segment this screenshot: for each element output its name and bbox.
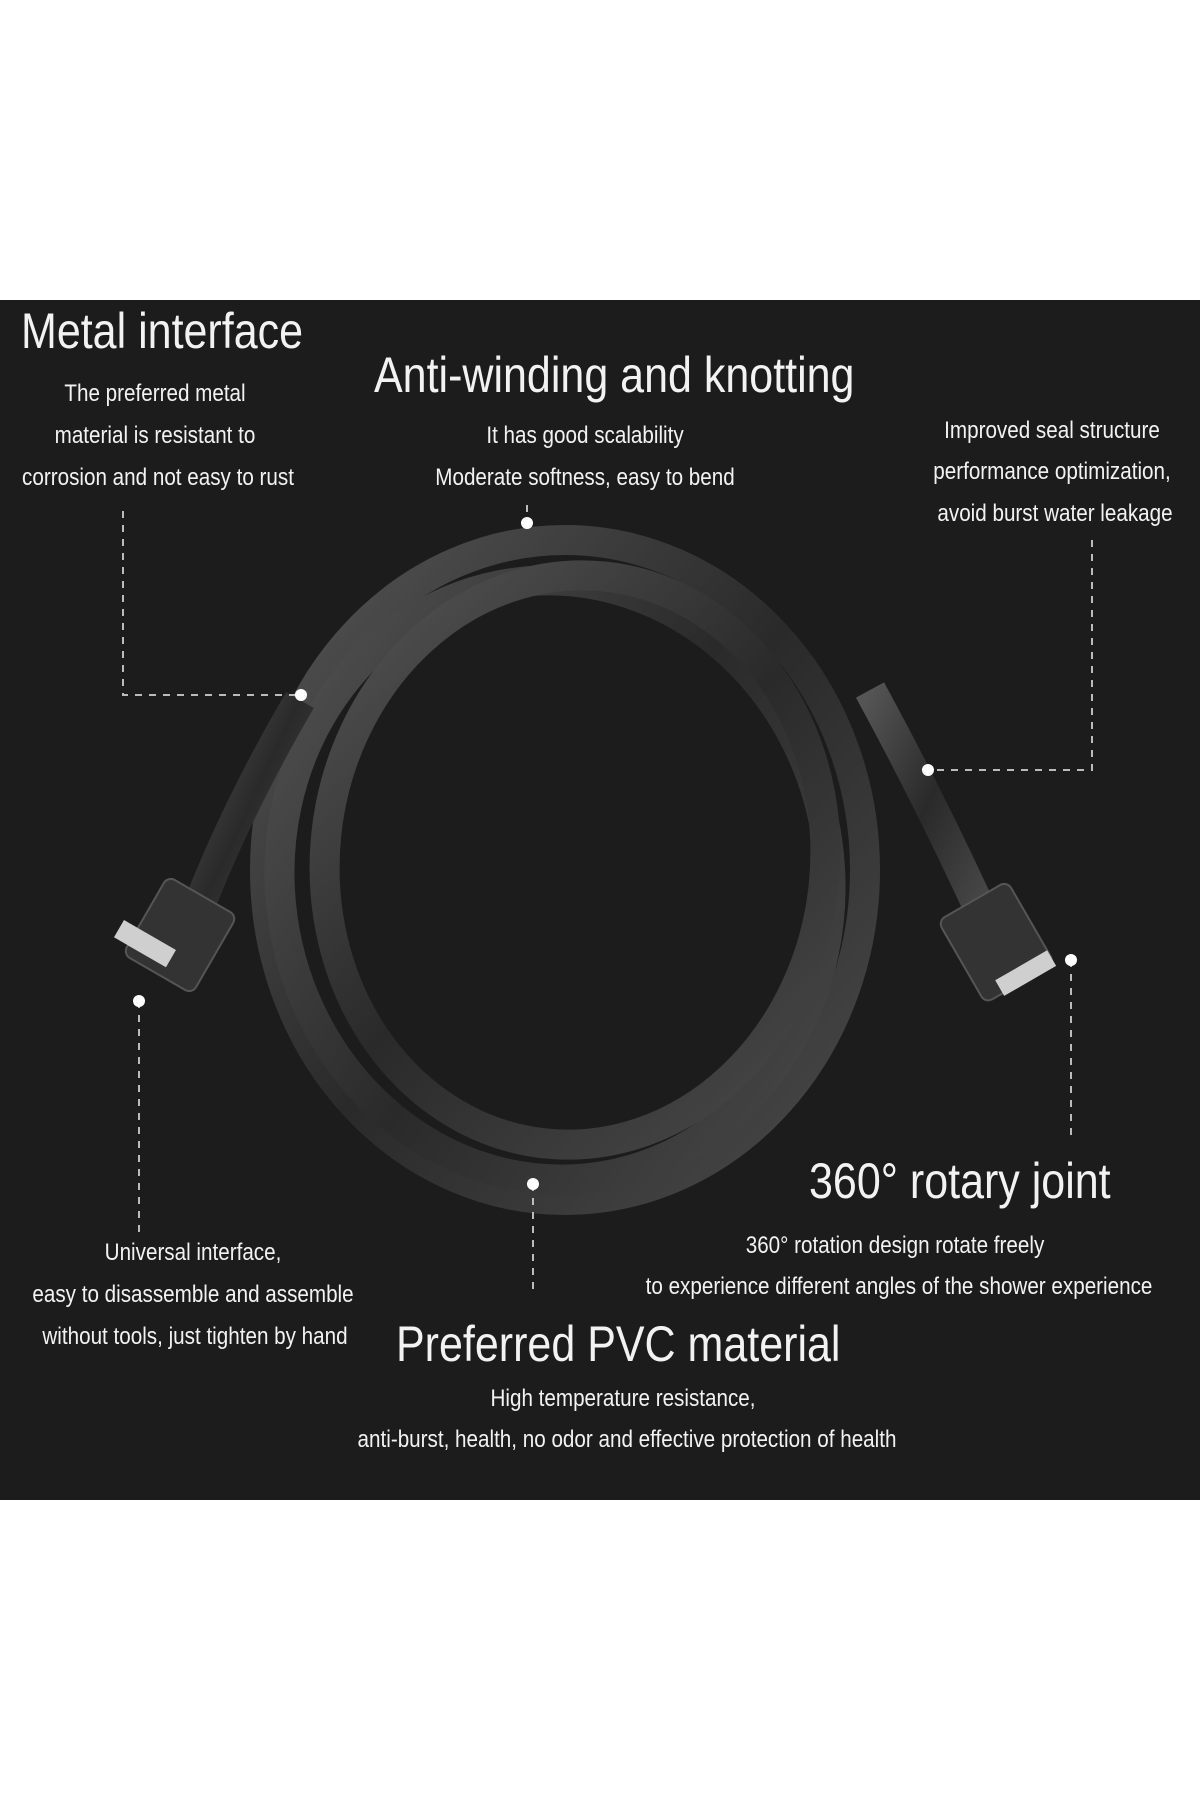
heading-rotary-joint: 360° rotary joint <box>809 1153 1111 1209</box>
desc-metal-line: The preferred metal <box>64 380 246 407</box>
desc-anti-winding-line: Moderate softness, easy to bend <box>435 464 735 491</box>
left-connector <box>114 877 236 993</box>
shower-hose-illustration <box>114 505 1093 1292</box>
desc-universal-line: without tools, just tighten by hand <box>42 1323 348 1350</box>
desc-anti-winding-line: It has good scalability <box>486 422 684 449</box>
product-feature-panel <box>0 300 1200 1500</box>
desc-metal-line: material is resistant to <box>54 422 256 449</box>
desc-rotary-line: to experience different angles of the sh… <box>645 1273 1153 1300</box>
desc-seal-line: avoid burst water leakage <box>937 500 1173 527</box>
heading-anti-winding: Anti-winding and knotting <box>374 347 855 403</box>
desc-rotary-line: 360° rotation design rotate freely <box>745 1232 1045 1259</box>
desc-metal-line: corrosion and not easy to rust <box>22 464 294 491</box>
callout-dots <box>133 517 1077 1190</box>
desc-pvc-line: High temperature resistance, <box>490 1385 756 1412</box>
desc-pvc-line: anti-burst, health, no odor and effectiv… <box>357 1426 897 1453</box>
heading-metal-interface: Metal interface <box>21 303 304 359</box>
desc-universal-line: easy to disassemble and assemble <box>32 1281 354 1308</box>
hose-coil <box>174 525 1000 1215</box>
right-connector <box>939 882 1057 1002</box>
desc-universal-line: Universal interface, <box>104 1239 282 1266</box>
desc-seal-line: Improved seal structure <box>944 417 1160 444</box>
desc-seal-line: performance optimization, <box>933 458 1171 485</box>
heading-pvc-material: Preferred PVC material <box>396 1316 841 1372</box>
